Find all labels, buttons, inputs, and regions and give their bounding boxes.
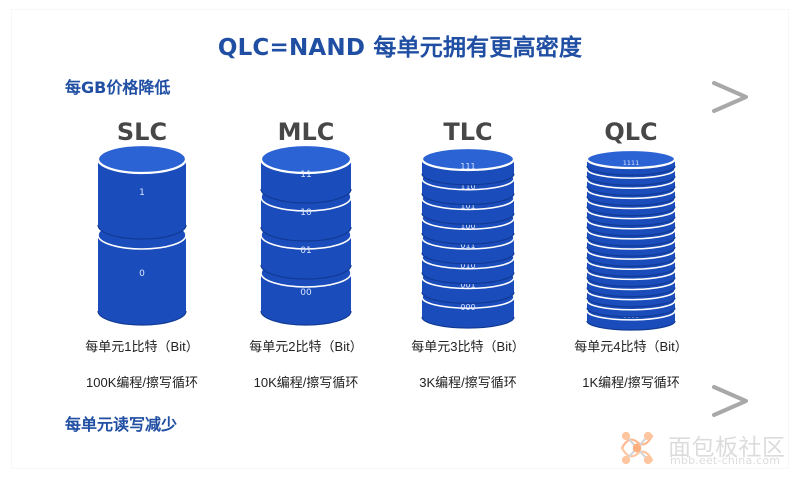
cylinder-layer-label: 000 [460, 303, 475, 312]
cylinder-layer-shade [586, 246, 676, 257]
type-label-qlc: QLC [604, 118, 658, 146]
watermark-name: 面包板社区 [668, 435, 786, 461]
bit-desc-qlc: 每单元4比特（Bit） [574, 339, 688, 354]
cylinder-layer-shade [260, 188, 352, 204]
cylinder-layer-label: 100 [460, 221, 475, 230]
cylinder-layer-label: 110 [460, 182, 475, 191]
cylinder-layer-label: 0 [139, 269, 145, 279]
cylinder-layer: 1111 [585, 148, 677, 176]
cylinder-layer-shade [586, 257, 676, 267]
cylinder-layer-label: 001 [460, 281, 475, 290]
cylinder-layer-body [261, 273, 351, 325]
cylinder-layer-shade [586, 206, 676, 217]
cylinder-layer-label: 1111 [623, 159, 640, 167]
type-label-tlc: TLC [443, 118, 493, 146]
cylinder-layer-shade [586, 236, 676, 247]
cylinder-layer-shade [260, 264, 352, 280]
cylinder-layer-shade [586, 186, 676, 196]
cylinder-layer-top [259, 143, 353, 175]
cylinder-layer-shade [586, 297, 676, 308]
cylinder-layer-shade [586, 307, 676, 318]
cylinder-layer-shade [586, 320, 676, 331]
cylinder-layer-body [98, 159, 186, 239]
cylinder-layer-shade [586, 267, 676, 277]
top-arrow-label: 每GB价格降低 [65, 78, 171, 97]
cylinder-layer-shade [421, 252, 515, 265]
cylinder-layer: 11 [259, 143, 353, 204]
cylinder-layer-label: 00 [300, 288, 312, 298]
cylinder-layer: 1 [96, 143, 188, 240]
cycles-mlc: 10K编程/擦写循环 [253, 375, 359, 390]
cycles-slc: 100K编程/擦写循环 [86, 375, 198, 390]
cylinder-layer-shade [260, 310, 352, 326]
type-label-slc: SLC [116, 118, 168, 146]
cylinder-layer-shade [421, 292, 515, 304]
bit-desc-slc: 每单元1比特（Bit） [85, 339, 199, 354]
cylinder-layer-label: 01 [300, 246, 311, 256]
cylinder-layer-label: 011 [460, 241, 475, 250]
cylinder-layer-shade [586, 287, 676, 298]
network-logo-icon [620, 431, 654, 465]
cylinder-layer-top [585, 148, 677, 170]
column-tlc: TLC 000 001 010 011 100 101 110 111 每单元3比特（Bit）… [393, 114, 543, 390]
cylinder-layer-shade [586, 277, 676, 288]
column-qlc: QLC 000000010010001101000101011001111000… [556, 114, 706, 390]
cylinder-layer-shade [421, 316, 515, 329]
cylinder-layer-shade [97, 224, 187, 240]
cylinder-layer-label: 1 [139, 188, 145, 198]
watermark-url: mbb.eet-china.com [670, 454, 781, 467]
cylinder-layer-top [420, 146, 516, 172]
cylinder-tlc: 000 001 010 011 100 101 110 111 [420, 146, 516, 329]
cylinder-layer-shade [586, 176, 676, 186]
cylinder-layer-shade [586, 165, 676, 176]
cylinder-slc: 01 [96, 143, 188, 326]
cylinder-layer-shade [421, 193, 515, 206]
top-arrow-head [712, 81, 748, 113]
cylinder-layer-shade [260, 226, 352, 242]
cylinder-layer: 111 [420, 146, 516, 186]
cylinder-layer-top [96, 143, 188, 175]
cylinder-layer-label: 11 [300, 170, 311, 180]
watermark: 面包板社区 mbb.eet-china.com [614, 424, 794, 470]
column-mlc: MLC 00 01 10 11 每单元2比特（Bit） 10K编程/擦写循环 [231, 114, 381, 390]
cylinder-layer-shade [586, 226, 676, 237]
bit-desc-mlc: 每单元2比特（Bit） [249, 339, 363, 354]
bottom-arrow-head [712, 385, 748, 417]
bottom-arrow [58, 385, 748, 417]
cycles-tlc: 3K编程/擦写循环 [419, 375, 517, 390]
cylinder-layer-shade [421, 272, 515, 285]
bottom-arrow-label: 每单元读写减少 [65, 415, 178, 434]
cylinder-layer-body [98, 235, 186, 325]
cylinder-layer-label: 010 [460, 261, 475, 270]
diagram-title: QLC=NAND 每单元拥有更高密度 [217, 35, 583, 61]
cylinder-layer-shade [421, 232, 515, 245]
bit-desc-tlc: 每单元3比特（Bit） [411, 339, 525, 354]
top-arrow [58, 81, 748, 113]
cylinder-layer-label: 111 [460, 162, 475, 171]
cylinder-layer-label: 10 [300, 208, 312, 218]
cylinder-layer-shade [97, 310, 187, 326]
cylinder-mlc: 00 01 10 11 [259, 143, 353, 326]
cylinder-layer-label: 101 [460, 202, 475, 211]
type-label-mlc: MLC [277, 118, 335, 146]
cylinder-layer-shade [586, 216, 676, 227]
cycles-qlc: 1K编程/擦写循环 [582, 375, 680, 390]
cylinder-layer-shade [586, 196, 676, 207]
cylinder-layer-shade [421, 173, 515, 186]
cylinder-qlc: 0000000100100011010001010110011110001001… [585, 148, 677, 331]
cylinder-layer-shade [421, 213, 515, 225]
